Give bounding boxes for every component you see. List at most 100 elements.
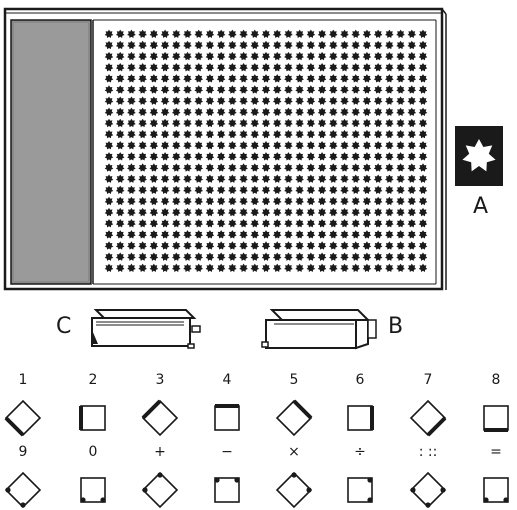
- hole: [329, 163, 338, 172]
- hole: [160, 40, 170, 50]
- hole: [317, 51, 327, 61]
- hole: [385, 219, 394, 228]
- symbol-label: 4: [222, 372, 232, 388]
- hole: [149, 196, 159, 206]
- hole: [216, 196, 226, 206]
- hole: [127, 107, 136, 116]
- hole: [385, 163, 394, 172]
- hole: [272, 263, 282, 272]
- hole: [149, 252, 159, 261]
- hole: [317, 207, 327, 217]
- hole: [205, 63, 215, 72]
- hole: [138, 152, 147, 161]
- hole: [250, 207, 260, 217]
- hole: [295, 74, 304, 83]
- hole: [115, 207, 125, 217]
- hole: [272, 96, 282, 105]
- hole: [272, 163, 282, 172]
- hole: [317, 230, 327, 239]
- hole: [172, 29, 181, 38]
- hole: [284, 29, 293, 38]
- hole: [205, 74, 215, 83]
- hole: [138, 118, 147, 128]
- hole: [138, 29, 147, 38]
- hole: [306, 74, 316, 83]
- hole: [373, 63, 383, 72]
- hole: [284, 207, 293, 217]
- hole: [317, 107, 327, 116]
- symbol-label: =: [490, 444, 502, 460]
- hole: [329, 252, 338, 261]
- hole: [329, 51, 338, 61]
- hole: [396, 63, 405, 72]
- hole: [104, 152, 114, 161]
- hole: [228, 74, 237, 83]
- hole: [317, 196, 327, 206]
- hole: [115, 74, 125, 83]
- hole: [261, 51, 271, 61]
- hole: [284, 40, 293, 50]
- hole: [385, 40, 394, 50]
- hole: [418, 252, 428, 261]
- hole: [396, 185, 405, 194]
- hole: [127, 230, 136, 239]
- hole: [228, 96, 237, 105]
- hole: [183, 107, 192, 116]
- hole: [250, 118, 260, 128]
- hole: [272, 174, 282, 183]
- hole: [396, 174, 405, 183]
- hole: [216, 174, 226, 183]
- hole: [340, 263, 349, 272]
- hole: [306, 252, 316, 261]
- hole: [194, 129, 203, 139]
- hole: [183, 219, 192, 228]
- hole: [284, 230, 293, 239]
- hole: [127, 63, 136, 72]
- hole: [306, 207, 316, 217]
- hole: [396, 29, 405, 38]
- hole: [340, 152, 349, 161]
- hole: [138, 85, 147, 94]
- hole: [115, 241, 125, 250]
- hole: [396, 263, 405, 272]
- hole: [172, 196, 181, 206]
- type-block-square-icon: [347, 405, 374, 431]
- type-block-square-icon: [483, 477, 509, 503]
- hole: [138, 163, 147, 172]
- hole: [194, 40, 203, 50]
- hole: [340, 241, 349, 250]
- hole: [228, 196, 237, 206]
- label-b: B: [388, 314, 404, 339]
- hole: [115, 196, 125, 206]
- hole: [340, 118, 349, 128]
- hole: [138, 74, 147, 83]
- hole: [340, 252, 349, 261]
- hole: [183, 185, 192, 194]
- hole: [228, 241, 237, 250]
- hole: [362, 141, 372, 150]
- hole: [194, 85, 203, 94]
- hole: [340, 174, 349, 183]
- hole: [329, 85, 338, 94]
- hole: [396, 74, 405, 83]
- hole: [104, 252, 114, 261]
- hole: [104, 174, 114, 183]
- hole: [183, 85, 192, 94]
- hole: [284, 141, 293, 150]
- hole: [272, 85, 282, 94]
- type-block-diamond-icon: [275, 471, 313, 509]
- hole: [138, 40, 147, 50]
- hole: [172, 219, 181, 228]
- hole: [317, 174, 327, 183]
- hole: [295, 241, 304, 250]
- hole: [362, 152, 372, 161]
- hole: [329, 63, 338, 72]
- hole: [228, 40, 237, 50]
- hole: [396, 96, 405, 105]
- hole: [127, 40, 136, 50]
- hole: [104, 40, 114, 50]
- hole: [317, 252, 327, 261]
- hole: [340, 141, 349, 150]
- hole: [418, 241, 428, 250]
- hole: [385, 207, 394, 217]
